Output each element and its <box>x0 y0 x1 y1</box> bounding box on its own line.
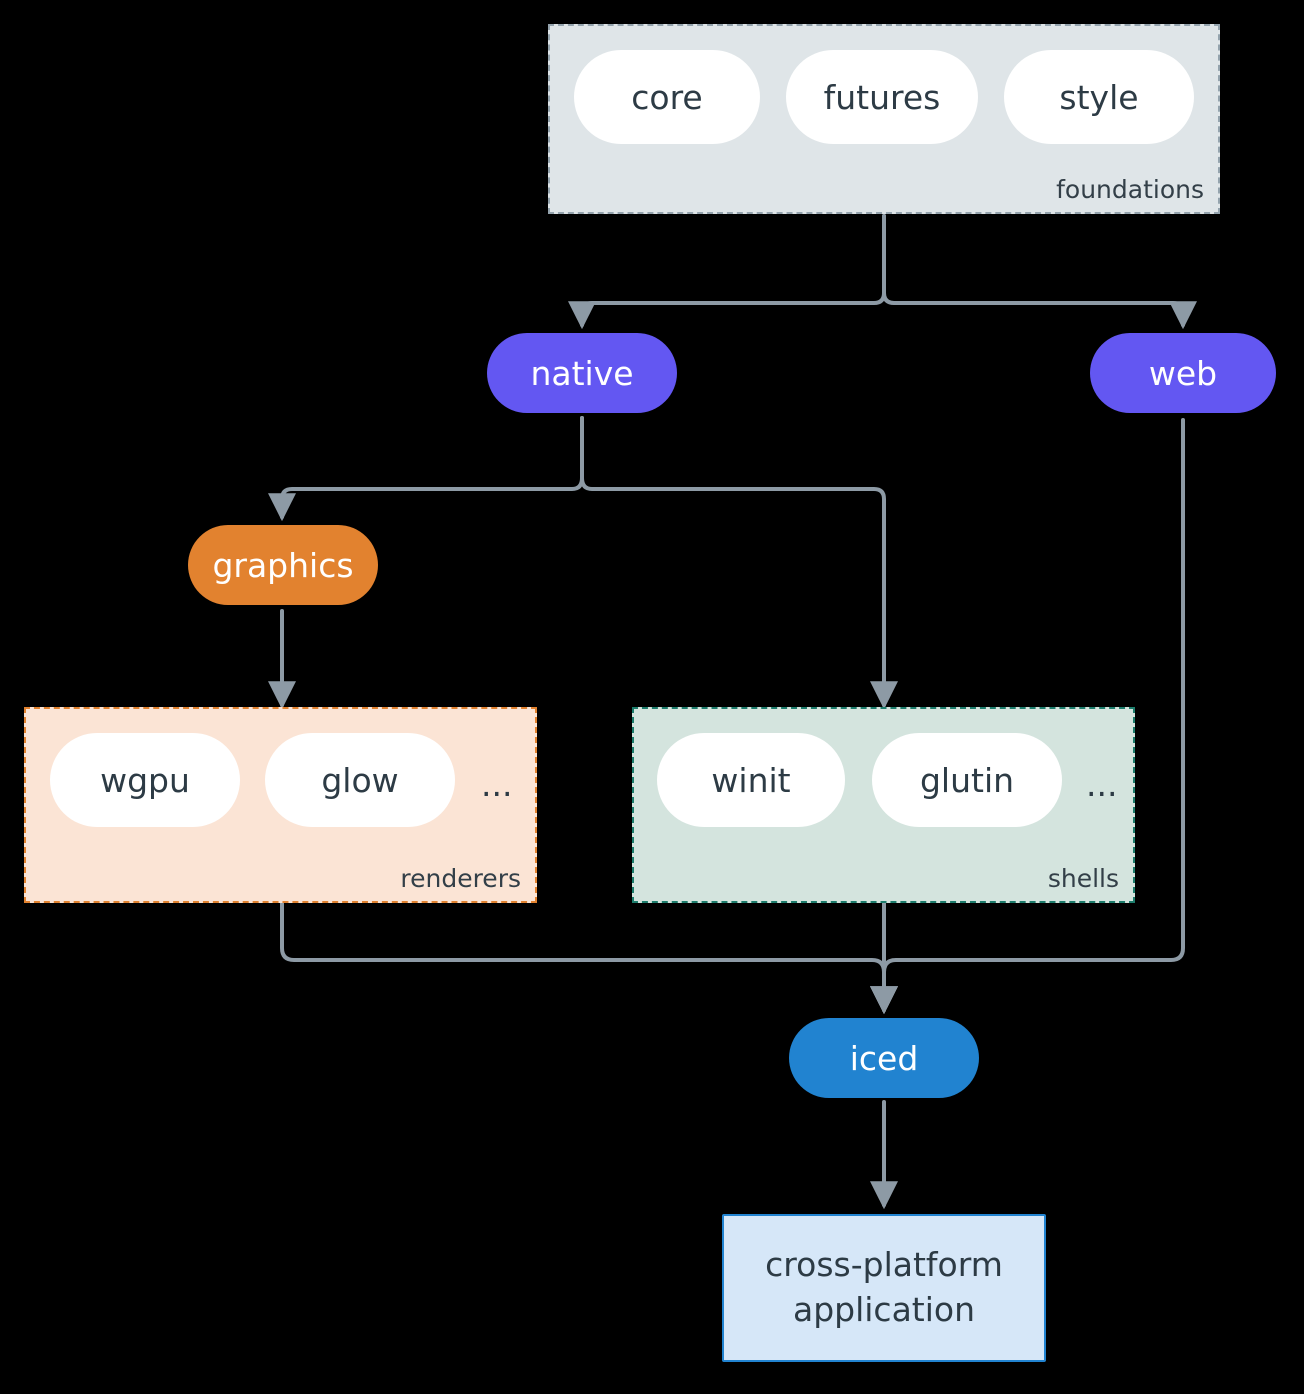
cluster-label-foundations: foundations <box>1056 175 1204 204</box>
output-line-2: application <box>792 1290 976 1329</box>
node-web[interactable]: web <box>1090 333 1276 413</box>
shells-ellipsis: ... <box>1086 765 1118 804</box>
edge-native-graphics <box>268 416 584 522</box>
node-glow-label: glow <box>321 760 399 800</box>
node-graphics[interactable]: graphics <box>188 525 378 605</box>
edge-foundations-web <box>882 214 1197 330</box>
edge-native-shells <box>580 416 898 710</box>
node-glutin-label: glutin <box>919 760 1015 800</box>
node-core-label: core <box>631 77 703 117</box>
node-iced-label: iced <box>849 1038 919 1078</box>
cluster-label-shells: shells <box>1047 864 1119 893</box>
node-core[interactable]: core <box>574 50 760 144</box>
node-glow[interactable]: glow <box>265 733 455 827</box>
node-native-label: native <box>530 353 634 393</box>
node-futures-label: futures <box>823 77 941 117</box>
cluster-label-renderers: renderers <box>400 864 521 893</box>
node-web-label: web <box>1148 353 1218 393</box>
edge-foundations-native <box>568 214 886 330</box>
node-glutin[interactable]: glutin <box>872 733 1062 827</box>
node-native[interactable]: native <box>487 333 677 413</box>
node-futures[interactable]: futures <box>786 50 978 144</box>
node-winit-label: winit <box>711 760 791 800</box>
node-iced[interactable]: iced <box>789 1018 979 1098</box>
node-style[interactable]: style <box>1004 50 1194 144</box>
node-graphics-label: graphics <box>212 545 354 585</box>
renderers-ellipsis: ... <box>481 765 513 804</box>
node-style-label: style <box>1059 77 1139 117</box>
node-wgpu-label: wgpu <box>100 760 190 800</box>
node-winit[interactable]: winit <box>657 733 845 827</box>
node-wgpu[interactable]: wgpu <box>50 733 240 827</box>
node-cross-platform-application[interactable]: cross-platform application <box>722 1214 1046 1362</box>
edge-renderers-iced <box>280 901 898 1015</box>
output-line-1: cross-platform <box>765 1245 1003 1285</box>
